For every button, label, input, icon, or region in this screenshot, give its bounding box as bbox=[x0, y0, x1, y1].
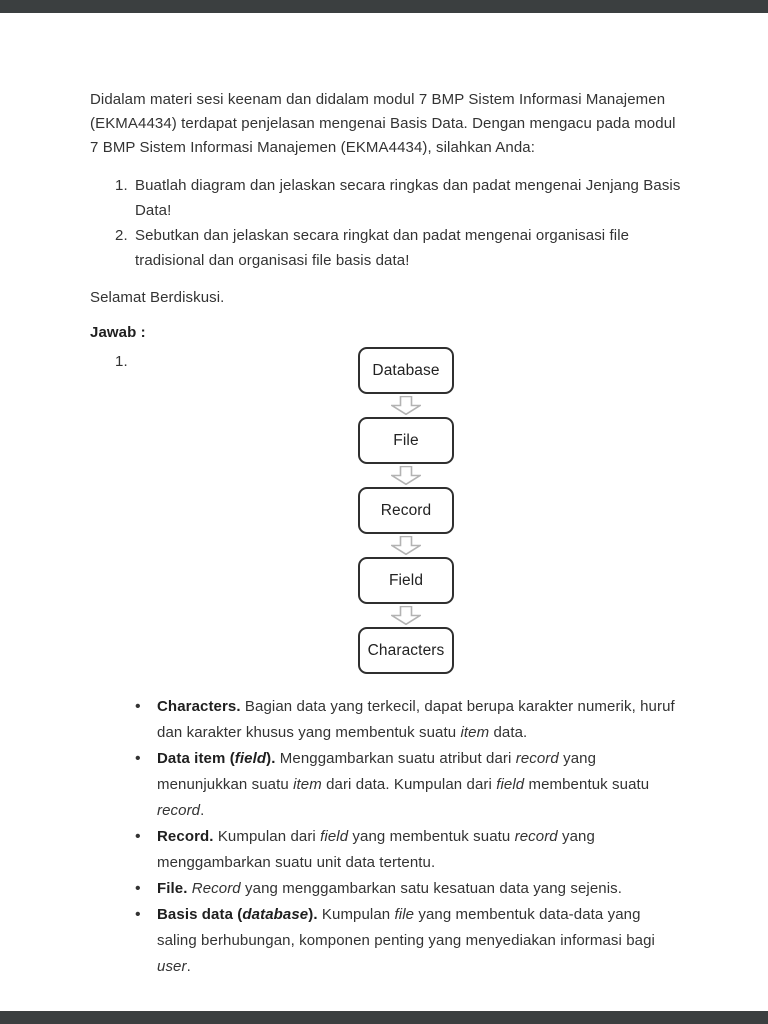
list-item: • File. Record yang menggambarkan satu k… bbox=[135, 876, 680, 902]
answer-number: 1. bbox=[115, 353, 128, 370]
letterbox-bottom bbox=[0, 1011, 768, 1024]
down-arrow-icon bbox=[391, 466, 421, 485]
letterbox-top bbox=[0, 0, 768, 13]
question-number: 1. bbox=[115, 177, 128, 194]
definition-list: • Characters. Bagian data yang terkecil,… bbox=[90, 694, 680, 980]
list-item: • Record. Kumpulan dari field yang membe… bbox=[135, 824, 680, 876]
bullet-marker: • bbox=[135, 906, 141, 923]
bullet-marker: • bbox=[135, 750, 141, 767]
document-page: Didalam materi sesi keenam dan didalam m… bbox=[0, 13, 768, 1011]
question-item: 2. Sebutkan dan jelaskan secara ringkat … bbox=[115, 223, 690, 273]
diagram-node-file: File bbox=[358, 417, 454, 464]
bullet-marker: • bbox=[135, 828, 141, 845]
question-list: 1. Buatlah diagram dan jelaskan secara r… bbox=[90, 173, 690, 273]
definition-text-characters: Characters. Bagian data yang terkecil, d… bbox=[157, 698, 675, 741]
definition-text-basis-data: Basis data (database). Kumpulan file yan… bbox=[157, 906, 655, 975]
down-arrow-icon bbox=[391, 396, 421, 415]
down-arrow-icon bbox=[391, 606, 421, 625]
bullet-marker: • bbox=[135, 698, 141, 715]
diagram-node-record: Record bbox=[358, 487, 454, 534]
definition-text-data-item: Data item (field). Menggambarkan suatu a… bbox=[157, 750, 650, 819]
bullet-marker: • bbox=[135, 880, 141, 897]
diagram-node-field: Field bbox=[358, 557, 454, 604]
question-text: Sebutkan dan jelaskan secara ringkat dan… bbox=[135, 227, 630, 269]
diagram-node-database: Database bbox=[358, 347, 454, 394]
intro-paragraph: Didalam materi sesi keenam dan didalam m… bbox=[90, 91, 676, 156]
list-item: • Data item (field). Menggambarkan suatu… bbox=[135, 746, 680, 824]
definition-text-file: File. Record yang menggambarkan satu kes… bbox=[157, 880, 623, 897]
list-item: • Basis data (database). Kumpulan file y… bbox=[135, 902, 680, 980]
list-item: • Characters. Bagian data yang terkecil,… bbox=[135, 694, 680, 746]
answer-heading: Jawab : bbox=[90, 324, 146, 341]
question-number: 2. bbox=[115, 227, 128, 244]
question-item: 1. Buatlah diagram dan jelaskan secara r… bbox=[115, 173, 690, 223]
hierarchy-diagram: Database File Record Field Characters bbox=[358, 347, 454, 674]
closing-line: Selamat Berdiskusi. bbox=[90, 289, 225, 306]
down-arrow-icon bbox=[391, 536, 421, 555]
definition-text-record: Record. Kumpulan dari field yang membent… bbox=[157, 828, 595, 871]
question-text: Buatlah diagram dan jelaskan secara ring… bbox=[135, 177, 681, 219]
diagram-node-characters: Characters bbox=[358, 627, 454, 674]
answer-block: 1. Database File Record Field Charac bbox=[90, 347, 680, 674]
